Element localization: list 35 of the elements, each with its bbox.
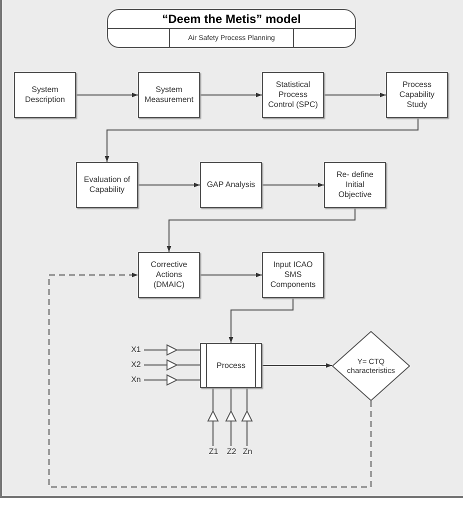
process-box: Re- define Initial Objective: [324, 162, 386, 208]
header-label: “Deem the Metis” model: [162, 13, 301, 25]
process-box: Statistical Process Control (SPC): [262, 72, 324, 118]
input-line: [242, 388, 252, 446]
input-line: [144, 360, 200, 370]
signal-label: Z2: [224, 446, 239, 458]
input-line: [144, 344, 200, 356]
process-box: Input ICAO SMS Components: [262, 252, 324, 298]
arrow: [228, 298, 294, 344]
signal-label: Xn: [128, 374, 144, 386]
arrow: [48, 272, 372, 488]
process-box: Evaluation of Capability: [76, 162, 138, 208]
process-box: Process Capability Study: [386, 72, 448, 118]
input-line: [208, 388, 218, 446]
arrow: [262, 182, 324, 188]
signal-label: X1: [128, 344, 144, 356]
input-line: [226, 388, 236, 446]
signal-label: Z1: [206, 446, 221, 458]
arrow: [138, 182, 200, 188]
arrow: [324, 92, 386, 98]
input-line: [144, 374, 200, 386]
arrow: [262, 363, 332, 368]
arrow: [104, 118, 418, 162]
process-box: System Measurement: [138, 72, 200, 118]
process-box: Process: [200, 343, 262, 388]
process-box: Corrective Actions (DMAIC): [138, 252, 200, 298]
title-box: [107, 9, 356, 48]
arrow: [200, 272, 262, 278]
arrow: [76, 92, 138, 98]
process-box: System Description: [14, 72, 76, 118]
arrow: [166, 208, 356, 252]
process-box: GAP Analysis: [200, 162, 262, 208]
signal-label: Zn: [240, 446, 255, 458]
signal-label: X2: [128, 359, 144, 371]
arrow: [200, 92, 262, 98]
